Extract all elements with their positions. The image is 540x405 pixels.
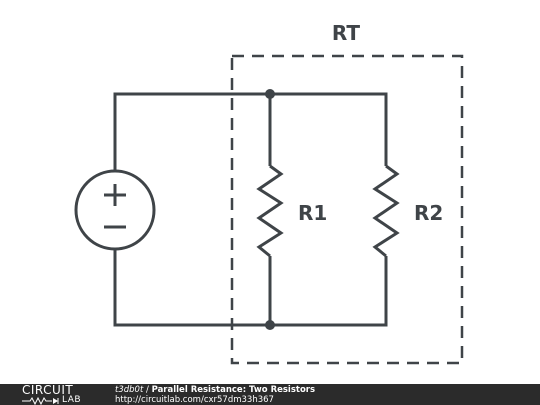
r1-label: R1 — [298, 201, 327, 225]
resistor-r1 — [256, 164, 284, 258]
r2-label: R2 — [414, 201, 443, 225]
logo-text-lab: LAB — [62, 395, 82, 405]
author-name[interactable]: t3db0t — [115, 385, 144, 395]
circuit-title: Parallel Resistance: Two Resistors — [151, 385, 316, 395]
resistor-r2 — [372, 164, 400, 258]
footer-bar: CIRCUIT LAB t3db0t / Parallel Resistance… — [0, 384, 540, 405]
circuitlab-logo: CIRCUIT LAB — [22, 384, 94, 405]
circuit-schematic: RT R1 R2 — [74, 21, 464, 365]
rt-boundary — [230, 54, 464, 365]
circuit-url[interactable]: http://circuitlab.com/cxr57dm33h367 — [115, 395, 274, 405]
rt-label: RT — [332, 21, 361, 45]
bottom-wire — [113, 249, 388, 327]
junction-top — [265, 89, 275, 99]
circuit-meta: t3db0t / Parallel Resistance: Two Resist… — [115, 385, 315, 405]
top-wire — [113, 92, 388, 171]
logo-text-circuit: CIRCUIT — [22, 383, 74, 397]
junction-bottom — [265, 320, 275, 330]
voltage-source — [74, 169, 156, 251]
logo-resistor-icon — [22, 396, 59, 405]
meta-separator: / — [145, 385, 149, 395]
